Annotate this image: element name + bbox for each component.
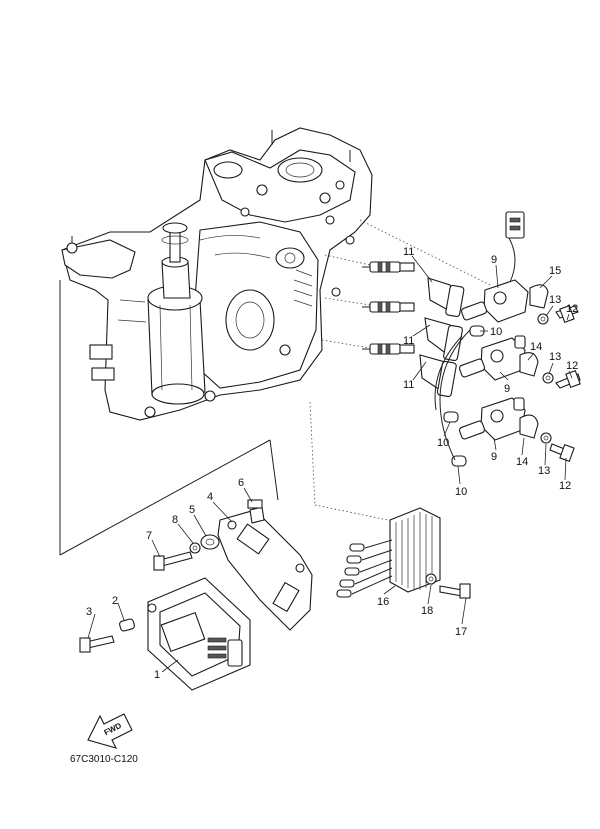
callout-14-upper: 14 [530,341,542,353]
coil-hardware [513,284,581,462]
callout-11-lower: 11 [403,379,414,391]
cdi-hardware [79,499,265,653]
callout-10-middle: 10 [437,437,449,449]
starter-motor [147,222,206,405]
callout-15: 15 [549,265,561,277]
callout-2: 2 [112,595,118,607]
callout-4: 4 [207,491,213,503]
forward-direction-arrow: FWD [87,713,133,749]
callout-9-middle: 9 [504,383,510,395]
cdi-unit [147,577,251,691]
ignition-coil-middle [458,337,526,381]
bracket [217,509,313,631]
callout-12-middle: 12 [566,360,578,372]
callout-1: 1 [154,669,160,681]
callout-10-lower: 10 [455,486,467,498]
callout-10-upper: 10 [490,326,502,338]
callout-5: 5 [189,504,195,516]
spark-plug-upper [362,261,415,273]
rectifier-regulator [309,401,471,599]
spark-plug-lower [362,343,415,355]
callouts: 9 15 11 13 12 10 11 14 13 11 9 12 10 9 1… [86,246,578,681]
leader-lines [87,255,573,673]
callout-9-lower: 9 [491,451,497,463]
callout-6: 6 [238,477,244,489]
callout-7: 7 [146,530,152,542]
reference-lines [59,280,279,556]
spark-plug-middle [362,301,415,313]
plug-caps [419,277,485,467]
callout-8: 8 [172,514,178,526]
callout-11-upper: 11 [403,246,414,258]
ignition-coil-upper [460,211,529,323]
callout-17: 17 [455,626,467,638]
callout-14-lower: 14 [516,456,528,468]
callout-3: 3 [86,606,92,618]
engine-block [61,127,373,421]
callout-12-lower: 12 [559,480,571,492]
callout-13-middle: 13 [549,351,561,363]
callout-13-lower: 13 [538,465,550,477]
callout-13-upper: 13 [549,294,561,306]
callout-11-middle: 11 [403,335,414,347]
spark-plugs [321,219,491,355]
callout-12-upper: 12 [566,303,578,315]
callout-18: 18 [421,605,433,617]
callout-16: 16 [377,596,389,608]
diagram-code: 67C3010-C120 [70,754,138,765]
callout-9-upper: 9 [491,254,497,266]
